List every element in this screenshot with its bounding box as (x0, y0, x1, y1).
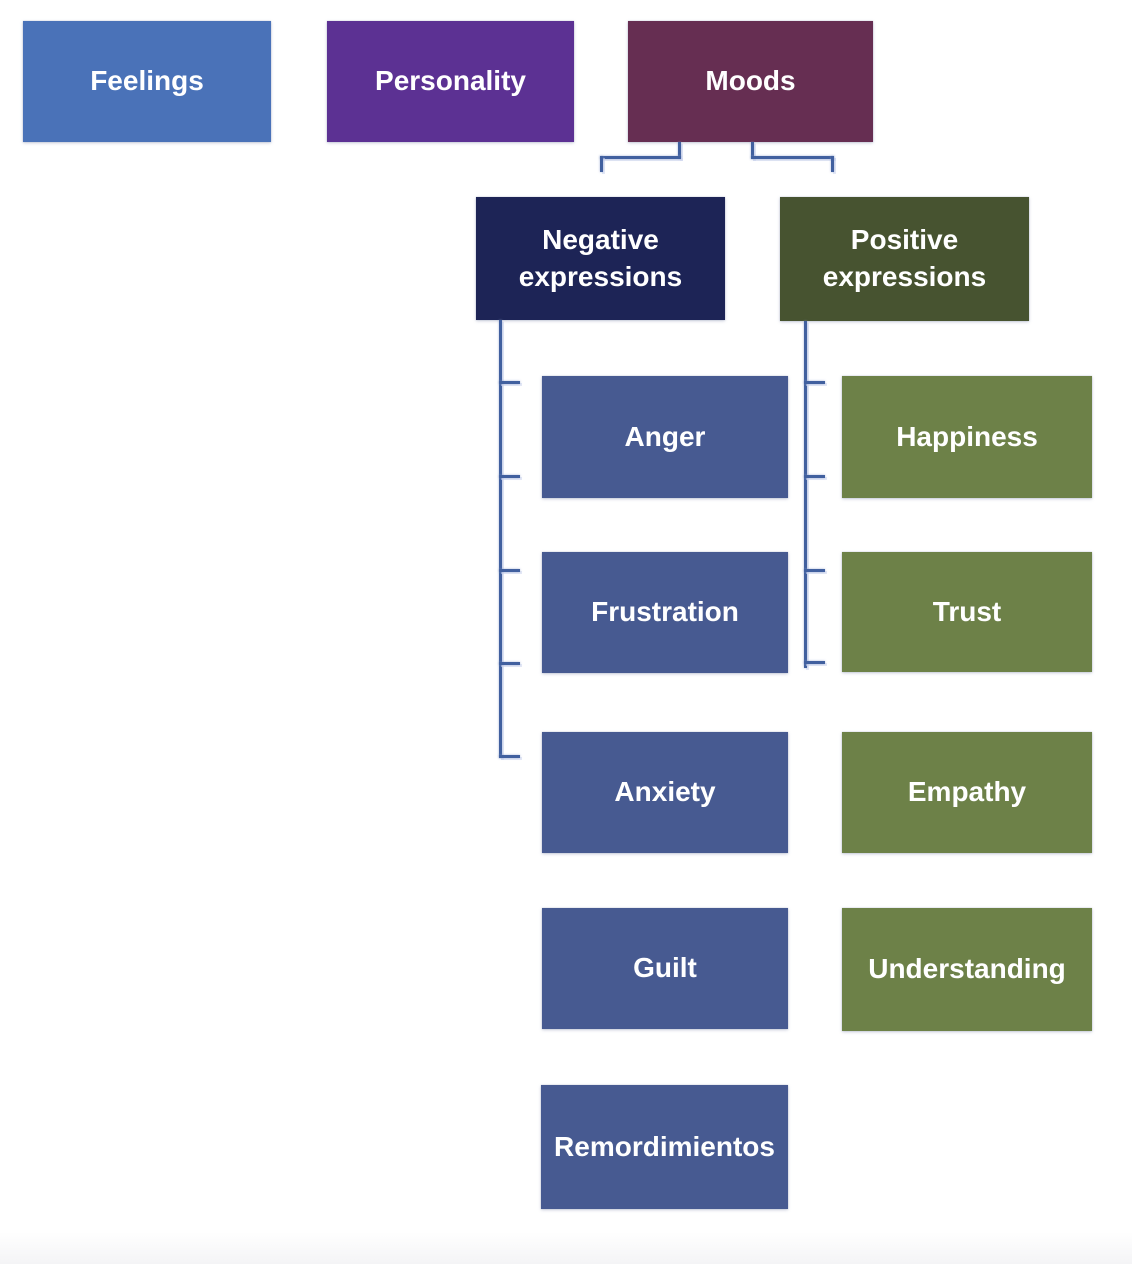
connector-moods-negative-tail (600, 156, 603, 172)
connector-moods-positive-horizontal (751, 156, 834, 159)
node-feelings[interactable]: Feelings (23, 21, 271, 142)
connector-moods-negative-horizontal (600, 156, 681, 159)
node-positive-expressions[interactable]: Positive expressions (780, 197, 1029, 321)
node-anxiety[interactable]: Anxiety (542, 732, 788, 853)
connector-negative-tick-anxiety (499, 569, 520, 572)
node-trust[interactable]: Trust (842, 552, 1092, 672)
node-anger-label: Anger (624, 420, 706, 452)
node-understanding[interactable]: Understanding (842, 908, 1092, 1031)
connector-negative-tick-remordimientos (499, 755, 520, 758)
node-positive-expressions-label: Positive expressions (822, 224, 987, 292)
node-happiness[interactable]: Happiness (842, 376, 1092, 498)
connector-negative-tick-anger (499, 381, 520, 384)
connector-negative-trunk (499, 320, 502, 758)
node-moods[interactable]: Moods (628, 21, 873, 142)
node-guilt-label: Guilt (633, 952, 697, 984)
node-understanding-label: Understanding (868, 953, 1066, 985)
node-remordimientos[interactable]: Remordimientos (541, 1085, 788, 1209)
connector-moods-negative-stub (678, 142, 681, 159)
connector-positive-tick-trust (804, 475, 825, 478)
connector-positive-tick-empathy (804, 569, 825, 572)
connector-negative-tick-frustration (499, 475, 520, 478)
node-happiness-label: Happiness (896, 420, 1038, 452)
node-negative-expressions[interactable]: Negative expressions (476, 197, 725, 320)
connector-moods-positive-stub (751, 142, 754, 159)
node-negative-expressions-label: Negative expressions (518, 223, 683, 292)
window-bottom-strip (0, 1232, 1132, 1264)
connector-negative-tick-guilt (499, 662, 520, 665)
node-guilt[interactable]: Guilt (542, 908, 788, 1029)
node-personality[interactable]: Personality (327, 21, 574, 142)
node-anger[interactable]: Anger (542, 376, 788, 498)
connector-positive-tick-understanding (804, 661, 825, 664)
node-frustration[interactable]: Frustration (542, 552, 788, 673)
node-empathy-label: Empathy (907, 776, 1027, 808)
node-feelings-label: Feelings (90, 65, 204, 97)
node-anxiety-label: Anxiety (614, 776, 716, 808)
node-personality-label: Personality (375, 65, 526, 97)
node-empathy[interactable]: Empathy (842, 732, 1092, 853)
connector-moods-positive-tail (831, 156, 834, 172)
node-trust-label: Trust (932, 595, 1002, 627)
node-moods-label: Moods (705, 65, 796, 97)
connector-positive-tick-happiness (804, 381, 825, 384)
connector-positive-trunk (804, 321, 807, 668)
node-remordimientos-label: Remordimientos (554, 1130, 775, 1162)
node-frustration-label: Frustration (591, 596, 739, 628)
